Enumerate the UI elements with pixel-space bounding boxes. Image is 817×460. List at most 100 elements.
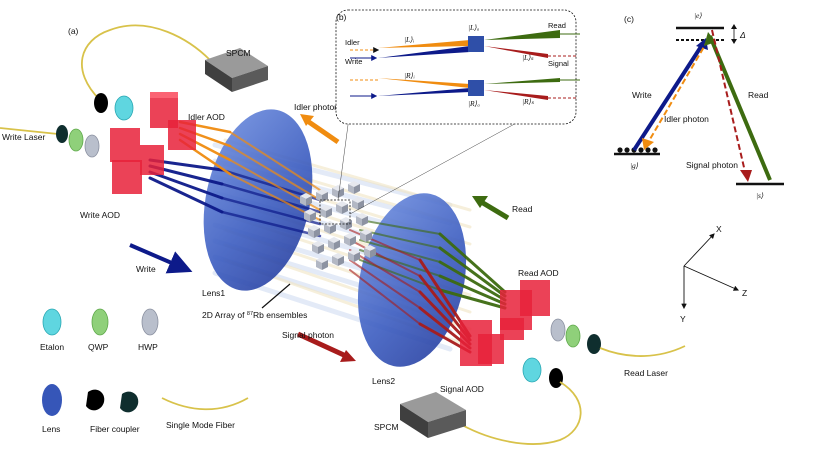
signal-beam-focus bbox=[349, 269, 421, 325]
fiber-coupler-icon bbox=[56, 125, 68, 143]
legend-etalon-icon bbox=[42, 308, 62, 336]
write-beam bbox=[148, 170, 224, 200]
rb-ensemble-cube bbox=[304, 209, 316, 222]
write-arrow bbox=[129, 243, 193, 274]
read-label: Read bbox=[512, 204, 533, 214]
signal-aod-label: Signal AOD bbox=[440, 384, 484, 394]
rb-ensemble-array bbox=[300, 181, 376, 270]
inset-L-i: |L⟩ᵢ bbox=[404, 35, 414, 44]
inset-write-label: Write bbox=[345, 57, 362, 66]
fiber-coupler-icon bbox=[549, 368, 563, 388]
read-arrowhead bbox=[472, 196, 488, 208]
rb-ensemble-cube bbox=[308, 225, 320, 238]
read-laser-label: Read Laser bbox=[624, 368, 668, 378]
legend-hwp-label: HWP bbox=[138, 342, 158, 352]
rb-ensemble-cube bbox=[312, 241, 324, 254]
ket-g: |g⟩ bbox=[630, 161, 639, 170]
fiber-write-laser bbox=[0, 127, 59, 135]
spcm-top-label: SPCM bbox=[226, 48, 251, 58]
idler-aod-label: Idler AOD bbox=[188, 112, 225, 122]
lens1-label: Lens1 bbox=[202, 288, 225, 298]
etalon-icon bbox=[522, 357, 542, 383]
fiber-top-left bbox=[81, 24, 211, 101]
read-aod bbox=[500, 280, 550, 340]
legend-lens-label: Lens bbox=[42, 424, 60, 434]
transition-write bbox=[632, 40, 706, 152]
c-write-label: Write bbox=[632, 90, 652, 100]
read-aod-label: Read AOD bbox=[518, 268, 559, 278]
inset-write-beam-upper bbox=[378, 46, 470, 58]
rb-ensemble-cube bbox=[348, 181, 360, 194]
inset-c: (c) |e⟩ |g⟩ |s⟩ Δ Write Idler photon Rea… bbox=[614, 11, 784, 200]
inset-R-a: |R⟩ₐ bbox=[468, 99, 480, 108]
rb-ensemble-cube bbox=[360, 229, 372, 242]
rb-ensemble-cube bbox=[320, 205, 332, 218]
read-beam bbox=[438, 260, 507, 302]
idler-beam-focus bbox=[229, 145, 321, 201]
legend-etalon-label: Etalon bbox=[40, 342, 64, 352]
write-label: Write bbox=[136, 264, 156, 274]
legend: Etalon QWP HWP Lens Fiber coupler Single… bbox=[40, 308, 249, 434]
inset-idler-beam-upper bbox=[378, 40, 470, 48]
ket-s: |s⟩ bbox=[756, 191, 764, 200]
qwp-icon bbox=[565, 324, 581, 348]
spcm-bottom bbox=[400, 392, 466, 438]
write-beam-focus bbox=[220, 182, 322, 214]
idler-aod bbox=[150, 92, 196, 150]
inset-b: (b) Idler Write Read Signal |L⟩ᵢ |L⟩ₐ |L… bbox=[335, 9, 580, 125]
spcm-bottom-label: SPCM bbox=[374, 422, 399, 432]
read-beam-focus bbox=[359, 219, 441, 235]
inset-read-label: Read bbox=[548, 21, 566, 30]
idler-photon-arrow bbox=[304, 117, 340, 145]
rb-ensemble-cube bbox=[364, 245, 376, 258]
read-beam bbox=[438, 232, 507, 294]
rb-ensemble-cube bbox=[356, 213, 368, 226]
signal-beam-focus bbox=[349, 249, 421, 293]
inset-idler-beam-lower bbox=[378, 78, 470, 88]
axis-x-label: X bbox=[716, 224, 722, 234]
c-signal-label: Signal photon bbox=[686, 160, 738, 170]
signal-photon-arrowhead bbox=[340, 350, 356, 362]
legend-fiber-coupler-label: Fiber coupler bbox=[90, 424, 140, 434]
panel-a-label: (a) bbox=[68, 26, 79, 36]
signal-beam-focus bbox=[349, 259, 421, 309]
rb-ensemble-cube bbox=[352, 197, 364, 210]
etalon-icon bbox=[114, 95, 134, 121]
lens2-label: Lens2 bbox=[372, 376, 395, 386]
write-laser-label: Write Laser bbox=[2, 132, 45, 142]
transition-signal bbox=[711, 29, 747, 177]
axis-y-label: Y bbox=[680, 314, 686, 324]
rb-ensemble-cube bbox=[332, 253, 344, 266]
write-aod bbox=[110, 128, 164, 194]
write-aod-label: Write AOD bbox=[80, 210, 120, 220]
delta-label: Δ bbox=[739, 30, 746, 40]
read-beam bbox=[438, 246, 507, 298]
lens1-disc bbox=[203, 109, 313, 291]
legend-hwp-icon bbox=[141, 308, 159, 336]
highlighted-ensemble-box bbox=[319, 199, 351, 225]
legend-smf-label: Single Mode Fiber bbox=[166, 420, 235, 430]
rb-ensemble-cube bbox=[348, 249, 360, 262]
inset-read-beam-upper bbox=[484, 30, 560, 40]
inset-signal-beam-lower bbox=[484, 90, 548, 100]
signal-aod bbox=[460, 320, 504, 366]
inset-signal-beam-upper bbox=[484, 46, 548, 58]
inset-R-i: |R⟩ᵢ bbox=[404, 71, 415, 80]
write-beam-focus bbox=[220, 210, 322, 238]
fiber-coupler-icon bbox=[587, 334, 601, 354]
inset-L-a: |L⟩ₐ bbox=[468, 23, 479, 32]
idler-beam-focus bbox=[229, 131, 321, 191]
rb-ensemble-cube bbox=[324, 221, 336, 234]
read-beam bbox=[438, 288, 507, 310]
idler-photon-label: Idler photon bbox=[294, 102, 339, 112]
legend-qwp-icon bbox=[91, 308, 109, 336]
c-idler-label: Idler photon bbox=[664, 114, 709, 124]
rb-ensemble-cube bbox=[344, 233, 356, 246]
legend-lens-icon bbox=[42, 384, 62, 416]
axis-z-label: Z bbox=[742, 288, 747, 298]
legend-qwp-label: QWP bbox=[88, 342, 109, 352]
inset-write-beam-lower bbox=[378, 88, 470, 96]
transition-idler bbox=[645, 39, 709, 147]
read-beam-focus bbox=[359, 229, 441, 249]
